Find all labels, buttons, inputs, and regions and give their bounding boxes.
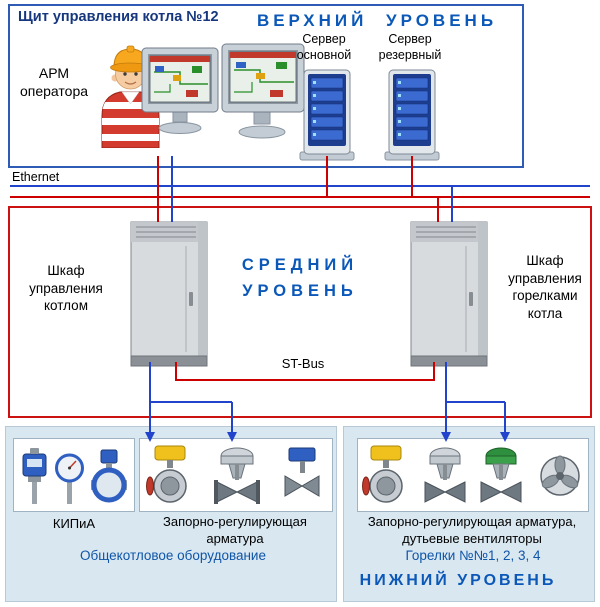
middle-level-box: СРЕДНИЙ УРОВЕНЬ Шкаф управления котлом Ш… (8, 206, 592, 418)
middle-level-label-line2: УРОВЕНЬ (242, 282, 358, 301)
control-cabinet-right-icon (410, 221, 488, 367)
motor-valve-icon (362, 445, 403, 503)
monitor-right-icon (221, 43, 305, 139)
instrumentation-icons (22, 448, 127, 504)
globe-valve-icon (480, 447, 522, 503)
instrumentation-box (13, 438, 135, 512)
fan-icon (540, 455, 580, 496)
stbus-label: ST-Bus (281, 356, 325, 371)
server-main-icon (299, 69, 355, 161)
valves-box (139, 438, 333, 512)
gauge-transmitter-icon (55, 453, 84, 504)
middle-level-label: СРЕДНИЙ УРОВЕНЬ (200, 252, 400, 305)
valves-label: Запорно-регулирующая арматура (163, 514, 307, 546)
control-valve-icon (214, 447, 260, 504)
valve-icons (146, 445, 320, 504)
valves-fans-box (357, 438, 589, 512)
right-cabinet-label: Шкаф управления горелками котла (508, 253, 582, 321)
instrumentation-label: КИПиА (52, 516, 96, 531)
control-cabinet-left-icon (130, 221, 208, 367)
scada-monitors-icon (141, 43, 305, 139)
operator-workstation-label: АРМ оператора (19, 65, 89, 100)
monitor-left-icon (141, 47, 219, 134)
server-towers-icon (299, 69, 440, 161)
shutoff-valve-icon (284, 447, 320, 497)
burners-label: Горелки №№1, 2, 3, 4 (405, 548, 541, 563)
flowmeter-icon (91, 449, 127, 503)
butterfly-valve-icon (146, 445, 187, 503)
pressure-transmitter-icon (22, 448, 47, 504)
left-cabinet-label: Шкаф управления котлом (29, 263, 103, 314)
lower-level-section: КИПиА Запорно-регулирующая арматура Обще… (5, 426, 595, 602)
lower-level-label: НИЖНИЙ УРОВЕНЬ (359, 572, 557, 589)
middle-level-label-line1: СРЕДНИЙ (241, 256, 359, 274)
upper-level-box: Щит управления котла №12 ВЕРХНИЙ УРОВЕНЬ… (8, 4, 524, 168)
ethernet-label: Ethernet (12, 170, 60, 184)
panel-title: Щит управления котла №12 (18, 9, 219, 25)
common-equipment-label: Общекотловое оборудование (79, 548, 266, 563)
valves-fans-label: Запорно-регулирующая арматура, дутьевые … (367, 514, 577, 546)
valve-fan-icons (362, 445, 580, 503)
server-backup-icon (384, 69, 440, 161)
upper-level-label: ВЕРХНИЙ УРОВЕНЬ (256, 11, 498, 30)
server-main-label: Сервер основной (296, 32, 352, 62)
control-valve-icon (424, 447, 466, 503)
server-backup-label: Сервер резервный (378, 32, 442, 62)
